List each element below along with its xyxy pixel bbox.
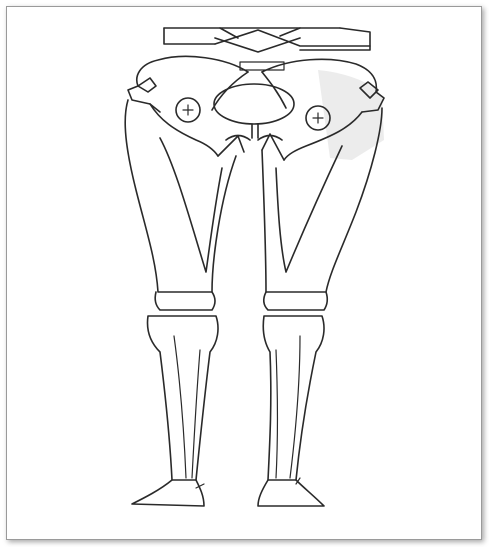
left-up-arrow [218,136,244,156]
left-foot [132,480,204,506]
right-up-arrow [262,134,284,160]
right-tibia [263,316,324,480]
left-femur [125,100,236,292]
left-tibia [148,316,219,480]
right-knee [264,292,327,310]
pelvic-oval [214,84,294,124]
pelvis-shading [318,70,384,160]
central-stem [252,124,258,138]
left-wing-arrow [138,78,160,112]
left-ilium-inner [212,72,248,110]
right-femur-inner [276,146,342,272]
left-hip-joint [176,98,200,122]
left-knee [155,292,215,310]
left-fibula-line [174,336,200,478]
right-fibula-line [276,336,300,478]
left-femur-inner [160,138,222,272]
right-foot [258,480,324,506]
crossing-arrows [164,28,370,52]
